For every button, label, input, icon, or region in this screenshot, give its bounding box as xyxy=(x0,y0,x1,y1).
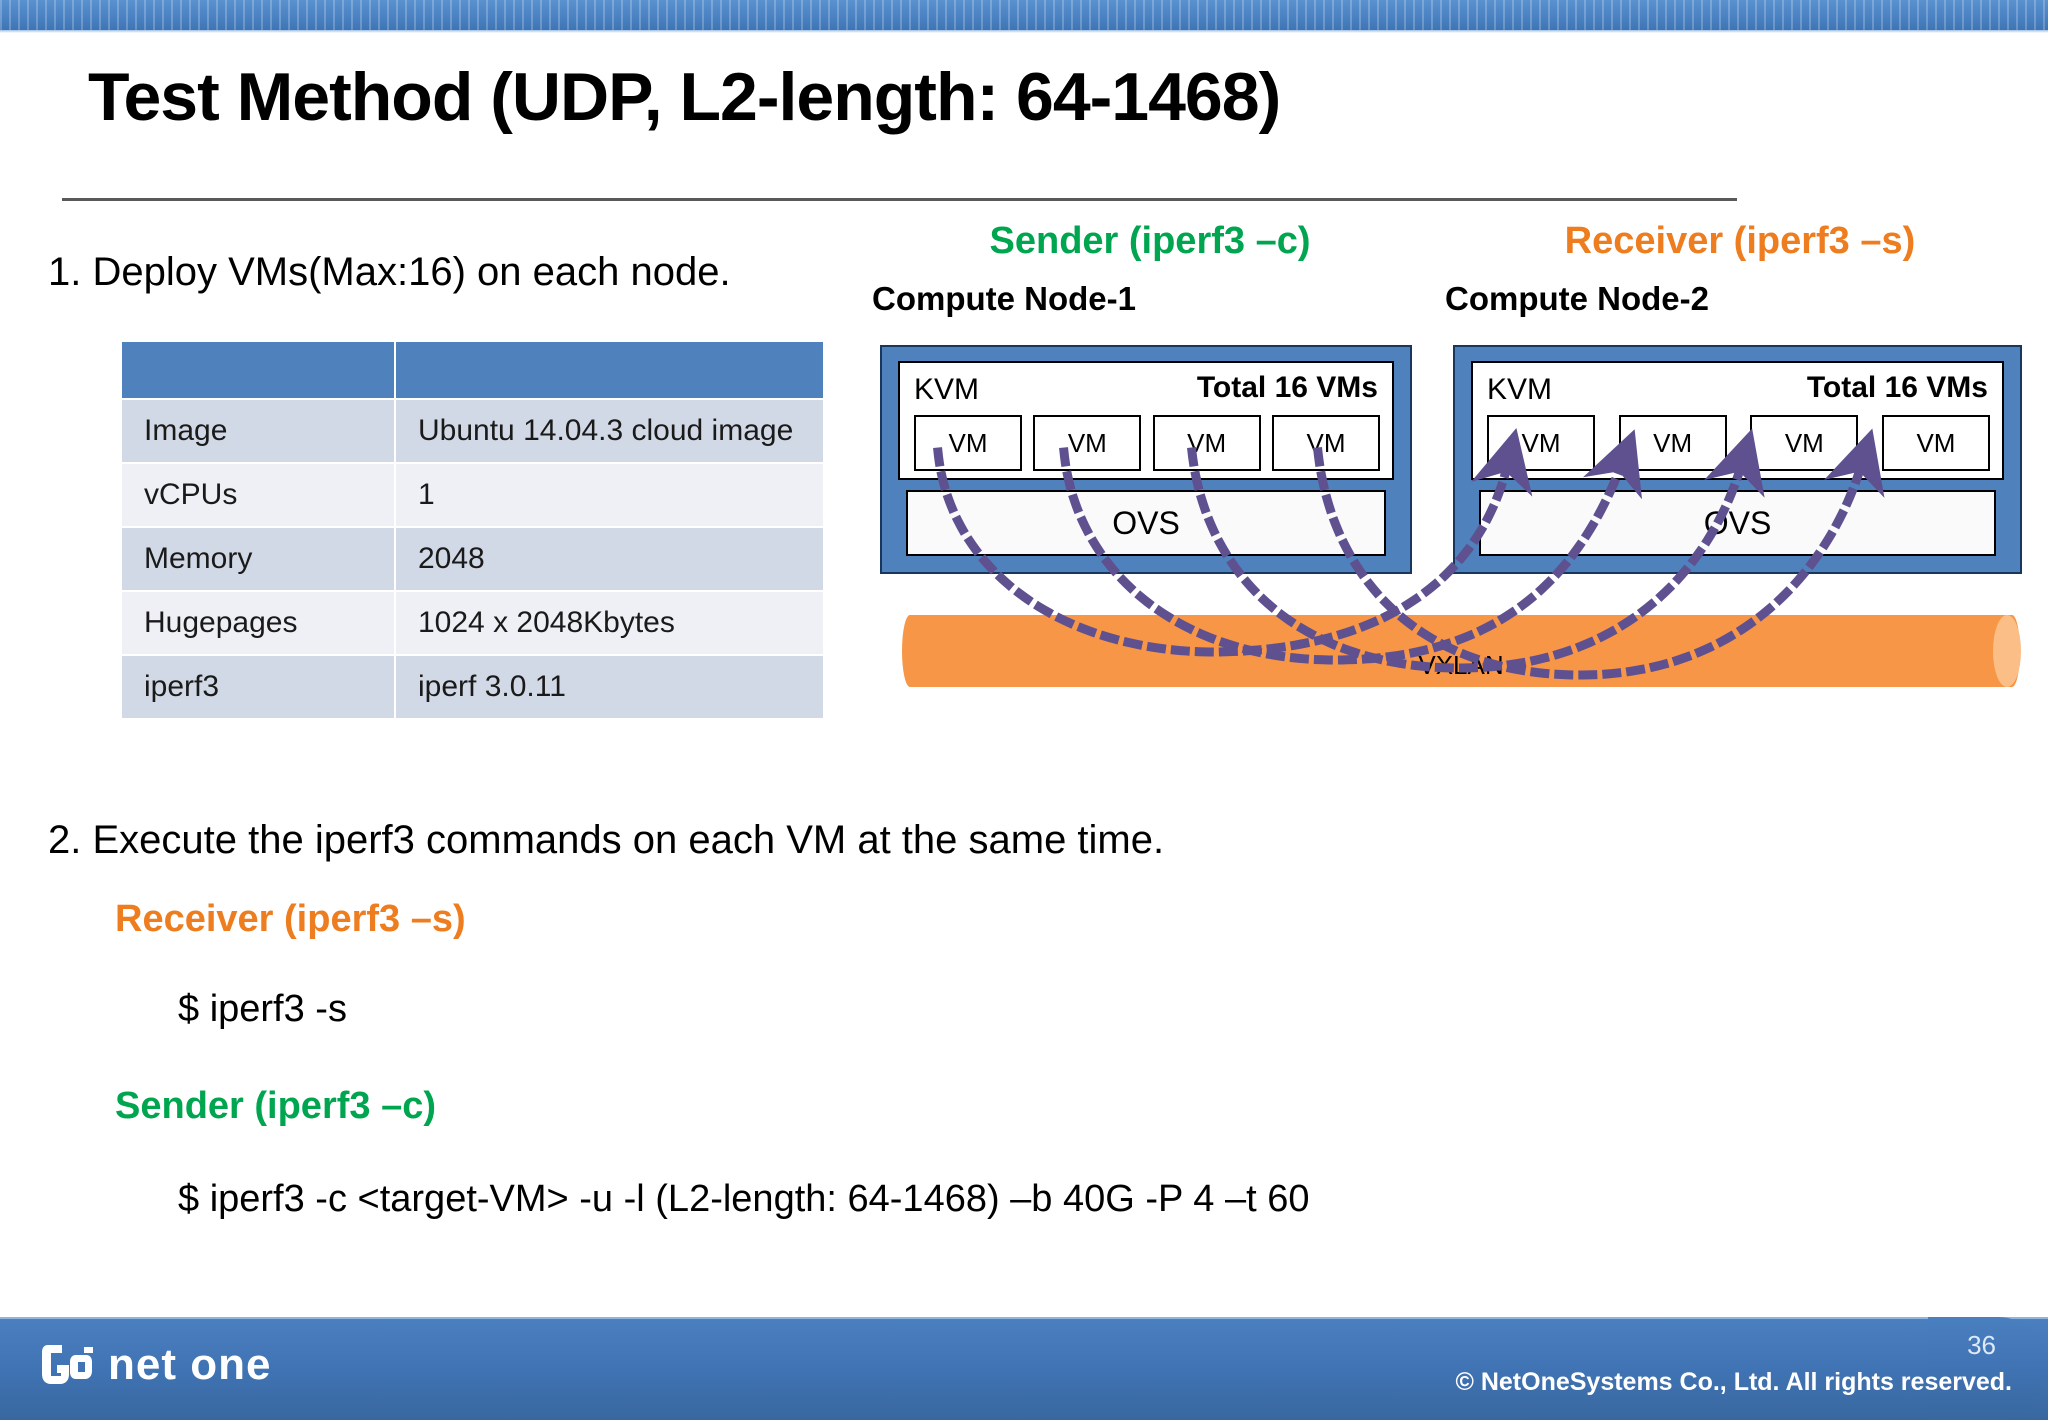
receiver-command-label: Receiver (iperf3 –s) xyxy=(115,898,466,940)
compute-node-1-label: Compute Node-1 xyxy=(872,280,1136,317)
diagram-sender-header: Sender (iperf3 –c) xyxy=(989,220,1311,262)
table-header-cell-value xyxy=(396,342,823,398)
node-1-kvm-box: KVM Total 16 VMs VM VM VM VM xyxy=(898,361,1394,480)
netone-logo-text: net one xyxy=(108,1340,272,1389)
node-1-vm-row: VM VM VM VM xyxy=(914,415,1380,471)
page-number: 36 xyxy=(1967,1330,1996,1360)
node-1-vm-box: VM xyxy=(1152,415,1261,471)
vm-spec-table: Image Ubuntu 14.04.3 cloud image vCPUs 1… xyxy=(120,340,825,720)
table-cell-value: 2048 xyxy=(396,528,823,590)
table-row: iperf3 iperf 3.0.11 xyxy=(122,656,823,718)
table-cell-key: iperf3 xyxy=(122,656,394,718)
node-2-vm-box: VM xyxy=(1750,415,1859,471)
sender-command-text: $ iperf3 -c <target-VM> -u -l (L2-length… xyxy=(178,1178,1310,1220)
compute-node-2-label: Compute Node-2 xyxy=(1445,280,1709,317)
slide-top-accent-edge xyxy=(0,30,2048,33)
page-title: Test Method (UDP, L2-length: 64-1468) xyxy=(88,59,1281,135)
diagram-receiver-header: Receiver (iperf3 –s) xyxy=(1564,220,1916,262)
sender-command-label: Sender (iperf3 –c) xyxy=(115,1085,436,1127)
table-cell-key: vCPUs xyxy=(122,464,394,526)
node-2-vm-box: VM xyxy=(1618,415,1727,471)
node-1-vm-box: VM xyxy=(1033,415,1142,471)
netone-logo-icon xyxy=(40,1341,94,1389)
node-1-vm-box: VM xyxy=(914,415,1022,471)
table-cell-value: iperf 3.0.11 xyxy=(396,656,823,718)
node-1-kvm-label: KVM xyxy=(914,373,980,406)
node-2-ovs-box: OVS xyxy=(1479,490,1996,556)
step-1-text: 1. Deploy VMs(Max:16) on each node. xyxy=(48,250,731,294)
node-1-total-vms-label: Total 16 VMs xyxy=(1196,371,1378,404)
table-header-cell-key xyxy=(122,342,394,398)
table-cell-value: 1 xyxy=(396,464,823,526)
compute-node-2-box: KVM Total 16 VMs VM VM VM VM OVS xyxy=(1453,345,2022,574)
compute-node-1-box: KVM Total 16 VMs VM VM VM VM OVS xyxy=(880,345,1412,574)
slide-top-accent-bar xyxy=(0,0,2048,30)
node-2-vm-box: VM xyxy=(1487,415,1595,471)
table-cell-value: Ubuntu 14.04.3 cloud image xyxy=(396,400,823,462)
table-cell-key: Memory xyxy=(122,528,394,590)
table-cell-key: Image xyxy=(122,400,394,462)
step-2-text: 2. Execute the iperf3 commands on each V… xyxy=(48,818,1165,862)
vxlan-transport-bar: VXLAN xyxy=(902,615,2021,687)
vxlan-end-cap xyxy=(1993,615,2021,687)
title-divider xyxy=(62,198,1737,201)
table-row: Image Ubuntu 14.04.3 cloud image xyxy=(122,400,823,462)
copyright-notice: © NetOneSystems Co., Ltd. All rights res… xyxy=(1455,1368,2012,1396)
topology-diagram: Sender (iperf3 –c) Receiver (iperf3 –s) … xyxy=(872,220,2022,800)
node-1-vm-box: VM xyxy=(1271,415,1380,471)
vxlan-label: VXLAN xyxy=(1418,650,1504,680)
netone-logo: net one xyxy=(40,1340,271,1390)
table-row: Memory 2048 xyxy=(122,528,823,590)
receiver-command-text: $ iperf3 -s xyxy=(178,988,347,1030)
node-2-vm-box: VM xyxy=(1881,415,1990,471)
slide-footer xyxy=(0,1317,2048,1420)
table-cell-value: 1024 x 2048Kbytes xyxy=(396,592,823,654)
slide-footer-rounded-end xyxy=(1928,1317,2048,1418)
node-2-kvm-box: KVM Total 16 VMs VM VM VM VM xyxy=(1471,361,2004,480)
node-2-total-vms-label: Total 16 VMs xyxy=(1806,371,1988,404)
node-2-vm-row: VM VM VM VM xyxy=(1487,415,1990,471)
node-2-kvm-label: KVM xyxy=(1487,373,1553,406)
node-1-ovs-box: OVS xyxy=(906,490,1386,556)
table-row: Hugepages 1024 x 2048Kbytes xyxy=(122,592,823,654)
table-row: vCPUs 1 xyxy=(122,464,823,526)
table-header-row xyxy=(122,342,823,398)
table-cell-key: Hugepages xyxy=(122,592,394,654)
